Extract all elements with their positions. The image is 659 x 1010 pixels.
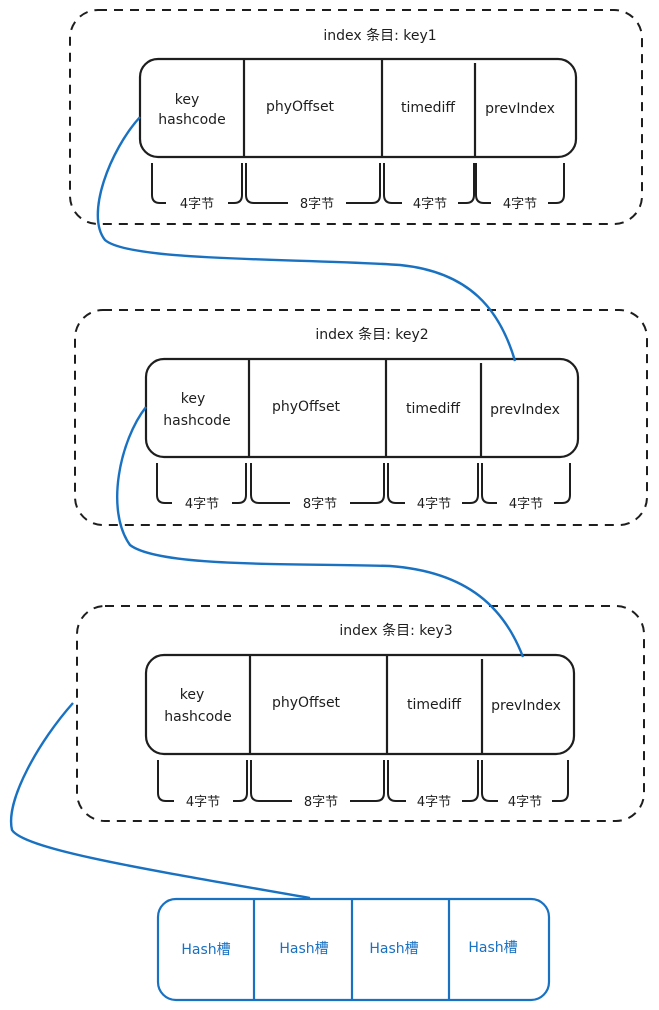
- connector-key1-to-key2-previndex: [96, 116, 517, 362]
- size-brace: [157, 760, 248, 802]
- field-key-hashcode-line2: hashcode: [164, 709, 231, 725]
- field-size-label: 4字节: [186, 795, 220, 810]
- entry-group-frame: [69, 9, 643, 225]
- field-key-hashcode-line1: key: [180, 687, 205, 703]
- field-size-label: 8字节: [300, 197, 334, 212]
- hash-slot-label: Hash槽: [279, 941, 328, 957]
- hash-slot-label: Hash槽: [468, 940, 517, 956]
- field-previndex: prevIndex: [485, 101, 555, 117]
- hash-slot-label: Hash槽: [181, 942, 230, 958]
- index-entry-3: index 条目: key3 key hashcode phyOffset ti…: [76, 605, 645, 822]
- field-size-label: 4字节: [185, 497, 219, 512]
- entry-title: index 条目: key1: [323, 27, 436, 44]
- size-brace: [156, 463, 247, 504]
- field-key-hashcode-line1: key: [175, 92, 200, 108]
- size-brace: [481, 760, 569, 802]
- entry-record: [138, 57, 578, 159]
- field-key-hashcode-line2: hashcode: [163, 413, 230, 429]
- field-size-label: 4字节: [503, 197, 537, 212]
- entry-record: [144, 653, 576, 756]
- size-brace: [475, 163, 565, 204]
- index-entry-2: index 条目: key2 key hashcode phyOffset ti…: [74, 309, 648, 526]
- field-size-label: 4字节: [413, 197, 447, 212]
- field-size-label: 4字节: [417, 795, 451, 810]
- hash-slot-label: Hash槽: [369, 941, 418, 957]
- field-size-label: 4字节: [417, 497, 451, 512]
- field-previndex: prevIndex: [490, 402, 560, 418]
- hash-slot-array: Hash槽 Hash槽 Hash槽 Hash槽: [156, 897, 551, 1002]
- field-timediff: timediff: [407, 697, 461, 713]
- size-brace: [151, 163, 243, 204]
- field-timediff: timediff: [406, 401, 460, 417]
- field-phyoffset: phyOffset: [272, 695, 341, 711]
- size-brace: [245, 163, 381, 204]
- field-size-label: 4字节: [180, 197, 214, 212]
- connector-key2-to-key3-previndex: [116, 406, 525, 658]
- size-brace: [387, 760, 479, 802]
- field-previndex: prevIndex: [491, 698, 561, 714]
- size-brace: [250, 463, 385, 504]
- entry-group-frame: [76, 605, 645, 822]
- entry-title: index 条目: key2: [315, 326, 428, 343]
- field-size-label: 4字节: [508, 795, 542, 810]
- index-entry-1: index 条目: key1 key hashcode phyOffset ti…: [69, 9, 643, 225]
- connector-key3-to-hash-slot: [9, 702, 311, 900]
- field-phyoffset: phyOffset: [272, 399, 341, 415]
- size-brace: [250, 760, 385, 802]
- field-size-label: 4字节: [509, 497, 543, 512]
- size-brace: [383, 163, 475, 204]
- size-brace: [387, 463, 479, 504]
- field-phyoffset: phyOffset: [266, 99, 335, 115]
- entry-group-frame: [74, 309, 648, 526]
- field-timediff: timediff: [401, 100, 455, 116]
- entry-title: index 条目: key3: [339, 622, 452, 639]
- field-key-hashcode-line1: key: [181, 391, 206, 407]
- field-size-label: 8字节: [303, 497, 337, 512]
- field-size-label: 8字节: [304, 795, 338, 810]
- field-key-hashcode-line2: hashcode: [158, 112, 225, 128]
- size-brace: [481, 463, 571, 504]
- hash-slot-record: [156, 897, 551, 1002]
